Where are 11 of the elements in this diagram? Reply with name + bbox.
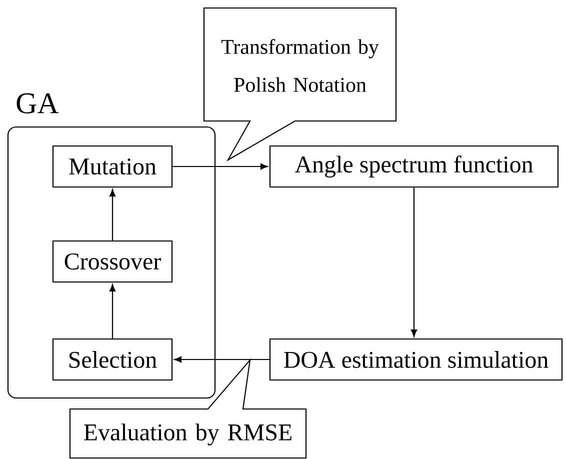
arrow: [172, 163, 268, 170]
process-box: Selection: [52, 338, 173, 381]
process-box: Mutation: [52, 145, 173, 188]
arrow: [174, 356, 270, 363]
node-label: GA: [16, 93, 59, 114]
process-box: DOA estimation simulation: [269, 338, 563, 381]
process-box: Angle spectrum function: [269, 145, 559, 188]
arrow: [109, 284, 116, 338]
arrow: [109, 189, 116, 240]
process-box: Crossover: [52, 240, 173, 283]
arrow: [410, 188, 418, 337]
